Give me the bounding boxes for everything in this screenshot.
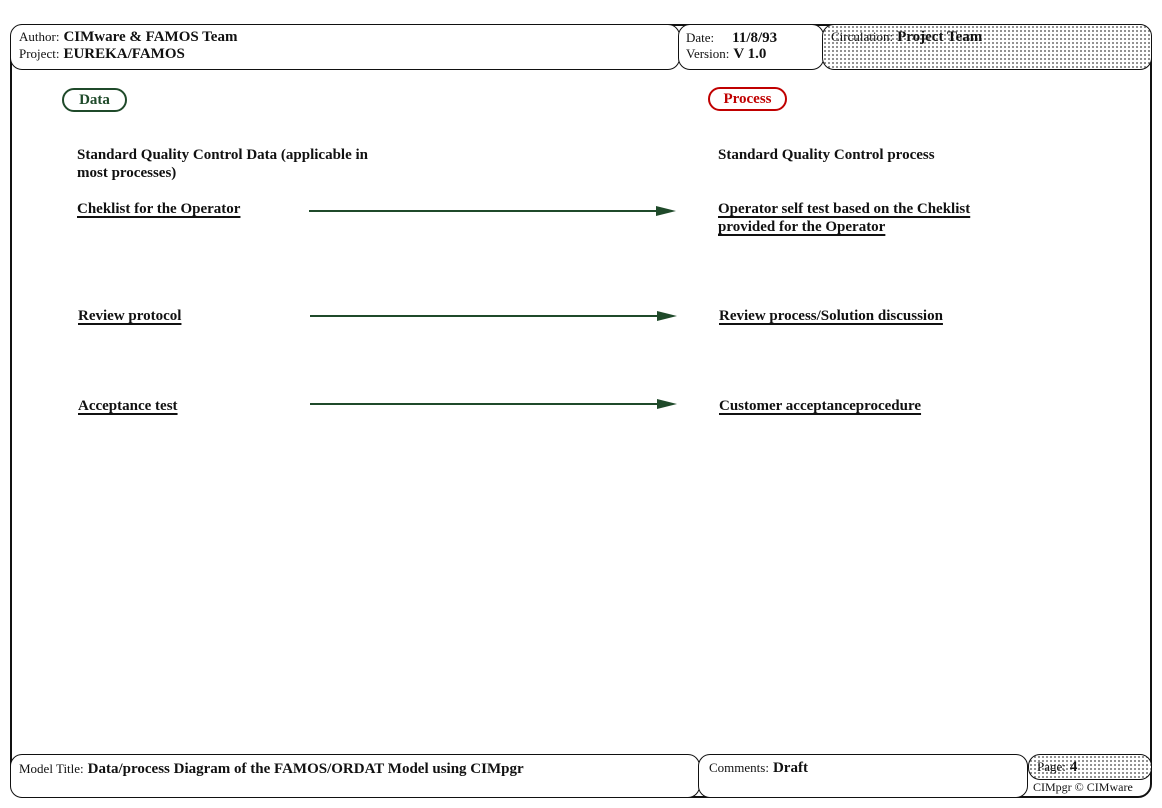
circulation-box: Circulation: Project Team [822, 24, 1152, 70]
process-legend-badge: Process [708, 87, 787, 111]
date-value: 11/8/93 [732, 30, 778, 46]
copyright-text: CIMpgr © CIMware [1033, 780, 1133, 794]
flow-arrow-3 [310, 398, 677, 410]
version-label: Version: [686, 46, 730, 61]
author-project-box: Author: CIMware & FAMOS Team Project: EU… [10, 24, 680, 70]
circulation-value: Project Team [897, 29, 983, 45]
circulation-label: Circulation: [831, 29, 894, 44]
process-item-customer-acceptance: Customer acceptanceprocedure [719, 398, 922, 414]
data-item-acceptance-test: Acceptance test [78, 398, 178, 414]
date-version-box: Date: 11/8/93 Version: V 1.0 [678, 24, 824, 70]
page-box: Page: 4 [1028, 754, 1152, 780]
flow-arrow-2 [310, 310, 677, 322]
process-item-review: Review process/Solution discussion [719, 308, 943, 324]
model-title-value: Data/process Diagram of the FAMOS/ORDAT … [87, 761, 524, 777]
model-title-box: Model Title: Data/process Diagram of the… [10, 754, 700, 798]
process-item-self-test-line1: Operator self test based on the Cheklist [718, 201, 971, 217]
comments-box: Comments: Draft [698, 754, 1028, 798]
comments-value: Draft [772, 760, 808, 776]
page-label: Page: [1037, 759, 1066, 774]
document-frame [10, 24, 1152, 798]
flow-arrow-1 [309, 205, 676, 217]
data-item-review-protocol: Review protocol [78, 308, 182, 324]
data-heading: Standard Quality Control Data (applicabl… [77, 146, 368, 182]
comments-label: Comments: [709, 760, 769, 775]
process-item-self-test: Operator self test based on the Cheklist… [718, 200, 970, 236]
process-item-self-test-line2: provided for the Operator [718, 219, 886, 235]
page-number: 4 [1069, 759, 1078, 775]
model-title-label: Model Title: [19, 761, 84, 776]
data-heading-line1: Standard Quality Control Data (applicabl… [77, 147, 369, 163]
data-item-checklist: Cheklist for the Operator [77, 201, 241, 217]
date-label: Date: [686, 30, 715, 45]
data-heading-line2: most processes) [77, 165, 177, 181]
author-value: CIMware & FAMOS Team [63, 29, 238, 45]
process-heading: Standard Quality Control process [718, 147, 935, 163]
project-value: EUREKA/FAMOS [63, 46, 185, 62]
author-label: Author: [19, 29, 60, 44]
version-value: V 1.0 [733, 46, 767, 62]
project-label: Project: [19, 46, 60, 61]
data-legend-badge: Data [62, 88, 127, 112]
